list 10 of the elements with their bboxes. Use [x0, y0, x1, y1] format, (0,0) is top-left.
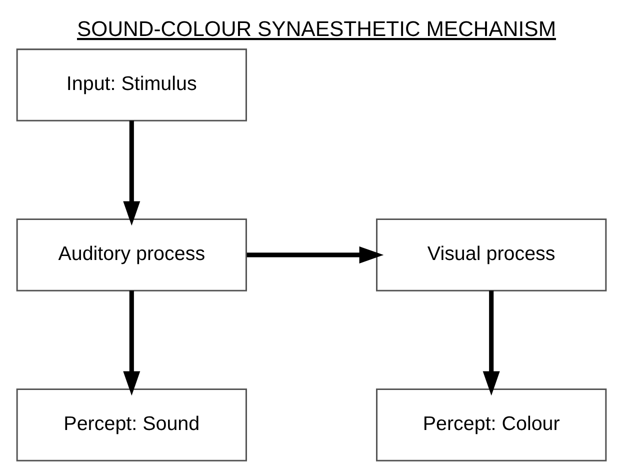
arrow: [122, 290, 140, 396]
node-box: Percept: Colour: [376, 388, 606, 462]
node-box: Auditory process: [16, 218, 246, 292]
arrow: [122, 120, 140, 226]
node-box: Visual process: [376, 218, 606, 292]
node-box: Percept: Sound: [16, 388, 246, 462]
arrow: [246, 246, 384, 264]
arrow: [482, 290, 500, 396]
diagram-title: SOUND-COLOUR SYNAESTHETIC MECHANISM: [76, 16, 556, 41]
node-box: Input: Stimulus: [16, 48, 246, 122]
